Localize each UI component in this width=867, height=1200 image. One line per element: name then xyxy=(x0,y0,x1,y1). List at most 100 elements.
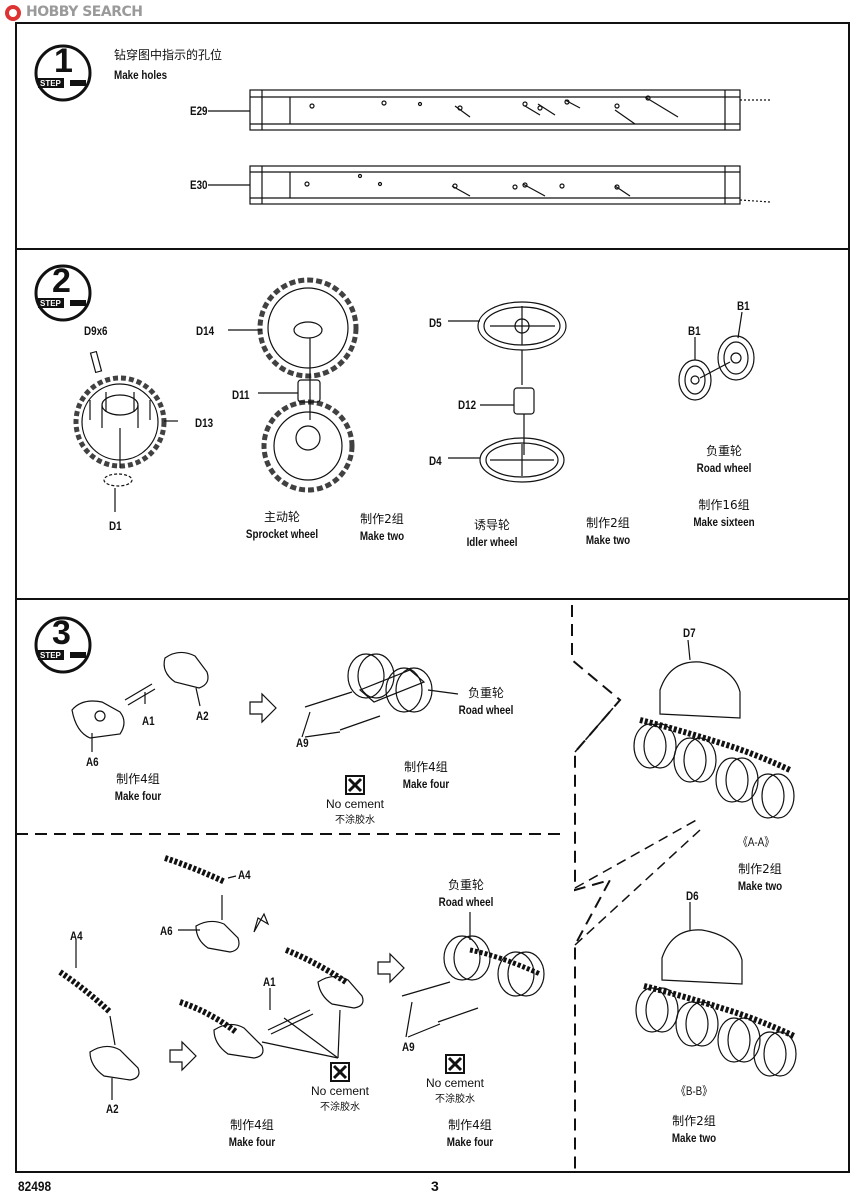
lower-no-cement-1: No cement 不涂胶水 xyxy=(295,1062,385,1113)
sprocket-make: 制作2组 Make two xyxy=(342,510,422,543)
bb-make-en: Make two xyxy=(671,1131,717,1145)
lower-road-zh: 负重轮 xyxy=(447,878,484,892)
lower-no-cement2-en: No cement xyxy=(425,1076,485,1090)
bb-make: 制作2组 Make two xyxy=(654,1112,734,1145)
aa-make: 制作2组 Make two xyxy=(720,860,800,893)
page-number: 3 xyxy=(431,1178,439,1194)
idler-make: 制作2组 Make two xyxy=(568,514,648,547)
part-d9x6-label: D9x6 xyxy=(84,324,108,338)
step2-drawing xyxy=(73,277,755,512)
lower-make2-en: Make four xyxy=(446,1135,494,1149)
step1-badge: 1 STEP xyxy=(34,42,92,102)
lower-make-four: 制作4组 Make four xyxy=(212,1116,292,1149)
part-d1-label: D1 xyxy=(109,519,122,533)
part-d5-label: D5 xyxy=(429,316,442,330)
part-d4-label: D4 xyxy=(429,454,442,468)
part-a6-upper-label: A6 xyxy=(86,755,99,769)
upper-road-caption: 负重轮 Road wheel xyxy=(446,684,526,717)
part-a4-top-label: A4 xyxy=(238,868,251,882)
road-make: 制作16组 Make sixteen xyxy=(674,496,774,529)
part-a2-upper-label: A2 xyxy=(196,709,209,723)
lower-no-cement2-zh: 不涂胶水 xyxy=(435,1094,475,1105)
sprocket-make-zh: 制作2组 xyxy=(360,512,404,526)
road-en: Road wheel xyxy=(696,461,752,475)
lower-make2: 制作4组 Make four xyxy=(430,1116,510,1149)
lower-no-cement-2: No cement 不涂胶水 xyxy=(410,1054,500,1105)
logo-mark-icon xyxy=(5,5,21,21)
part-b1b-label: B1 xyxy=(688,324,701,338)
idler-en: Idler wheel xyxy=(466,535,518,549)
aa-make-en: Make two xyxy=(737,879,783,893)
part-e30-label: E30 xyxy=(190,178,208,192)
sprocket-en: Sprocket wheel xyxy=(245,527,319,541)
bb-make-zh: 制作2组 xyxy=(672,1114,716,1128)
step-badge-icon xyxy=(34,616,92,674)
sprocket-make-en: Make two xyxy=(359,529,405,543)
upper-road-en: Road wheel xyxy=(458,703,514,717)
part-a9-upper-label: A9 xyxy=(296,736,309,750)
idler-caption: 诱导轮 Idler wheel xyxy=(452,516,532,549)
step2-number: 2 xyxy=(52,262,71,300)
upper-make2: 制作4组 Make four xyxy=(386,758,466,791)
idler-zh: 诱导轮 xyxy=(473,518,510,532)
part-d11-label: D11 xyxy=(232,388,250,402)
step2-badge: 2 STEP xyxy=(34,262,92,322)
upper-road-zh: 负重轮 xyxy=(467,686,504,700)
road-caption: 负重轮 Road wheel xyxy=(684,442,764,475)
no-cement-icon xyxy=(445,1054,465,1074)
upper-make2-en: Make four xyxy=(402,777,450,791)
step1-instruction-zh: 钻穿图中指示的孔位 xyxy=(114,48,223,62)
idler-make-en: Make two xyxy=(585,533,631,547)
part-d12-label: D12 xyxy=(458,398,477,412)
step1-instruction-en: Make holes xyxy=(114,68,168,82)
road-zh: 负重轮 xyxy=(705,444,742,458)
upper-make-zh: 制作4组 xyxy=(116,772,160,786)
part-a6-lower-label: A6 xyxy=(160,924,173,938)
upper-make2-zh: 制作4组 xyxy=(404,760,448,774)
idler-make-zh: 制作2组 xyxy=(586,516,630,530)
lower-make-zh: 制作4组 xyxy=(230,1118,274,1132)
lower-make-en: Make four xyxy=(228,1135,276,1149)
lower-road-en: Road wheel xyxy=(438,895,494,909)
upper-no-cement-zh: 不涂胶水 xyxy=(335,815,375,826)
no-cement-icon xyxy=(330,1062,350,1082)
part-b1a-label: B1 xyxy=(737,299,750,313)
part-a2-lower-label: A2 xyxy=(106,1102,119,1116)
step3-badge: 3 STEP xyxy=(34,614,92,674)
upper-make-en: Make four xyxy=(114,789,162,803)
part-d7-label: D7 xyxy=(683,626,696,640)
step3-badge-text: STEP xyxy=(40,651,61,660)
part-d14-label: D14 xyxy=(196,324,215,338)
upper-no-cement-en: No cement xyxy=(325,797,385,811)
step3-number: 3 xyxy=(52,614,71,652)
road-make-en: Make sixteen xyxy=(693,515,755,529)
part-e29-label: E29 xyxy=(190,104,208,118)
sprocket-caption: 主动轮 Sprocket wheel xyxy=(232,508,332,541)
upper-no-cement: No cement 不涂胶水 xyxy=(310,775,400,826)
kit-number: 82498 xyxy=(18,1178,52,1194)
lower-make2-zh: 制作4组 xyxy=(448,1118,492,1132)
step1-number: 1 xyxy=(54,42,73,80)
step2-panel xyxy=(15,248,850,600)
part-d6-label: D6 xyxy=(686,889,699,903)
road-make-zh: 制作16组 xyxy=(698,498,750,512)
section-aa-label: 《A-A》 xyxy=(738,835,775,849)
step2-badge-text: STEP xyxy=(40,299,61,308)
e30-rail xyxy=(208,165,771,205)
part-a1-lower-label: A1 xyxy=(263,975,276,989)
sprocket-zh: 主动轮 xyxy=(263,510,300,524)
lower-no-cement-zh: 不涂胶水 xyxy=(320,1102,360,1113)
part-d13-label: D13 xyxy=(195,416,214,430)
aa-make-zh: 制作2组 xyxy=(738,862,782,876)
step-badge-icon xyxy=(34,264,92,322)
e29-rail xyxy=(208,89,770,131)
step1-badge-text: STEP xyxy=(40,79,61,88)
no-cement-icon xyxy=(345,775,365,795)
brand-logo-text: HOBBY SEARCH xyxy=(26,4,143,20)
lower-road-caption: 负重轮 Road wheel xyxy=(426,876,506,909)
lower-no-cement-en: No cement xyxy=(310,1084,370,1098)
frame-rails-drawing xyxy=(208,89,771,205)
section-bb-label: 《B-B》 xyxy=(676,1084,713,1098)
